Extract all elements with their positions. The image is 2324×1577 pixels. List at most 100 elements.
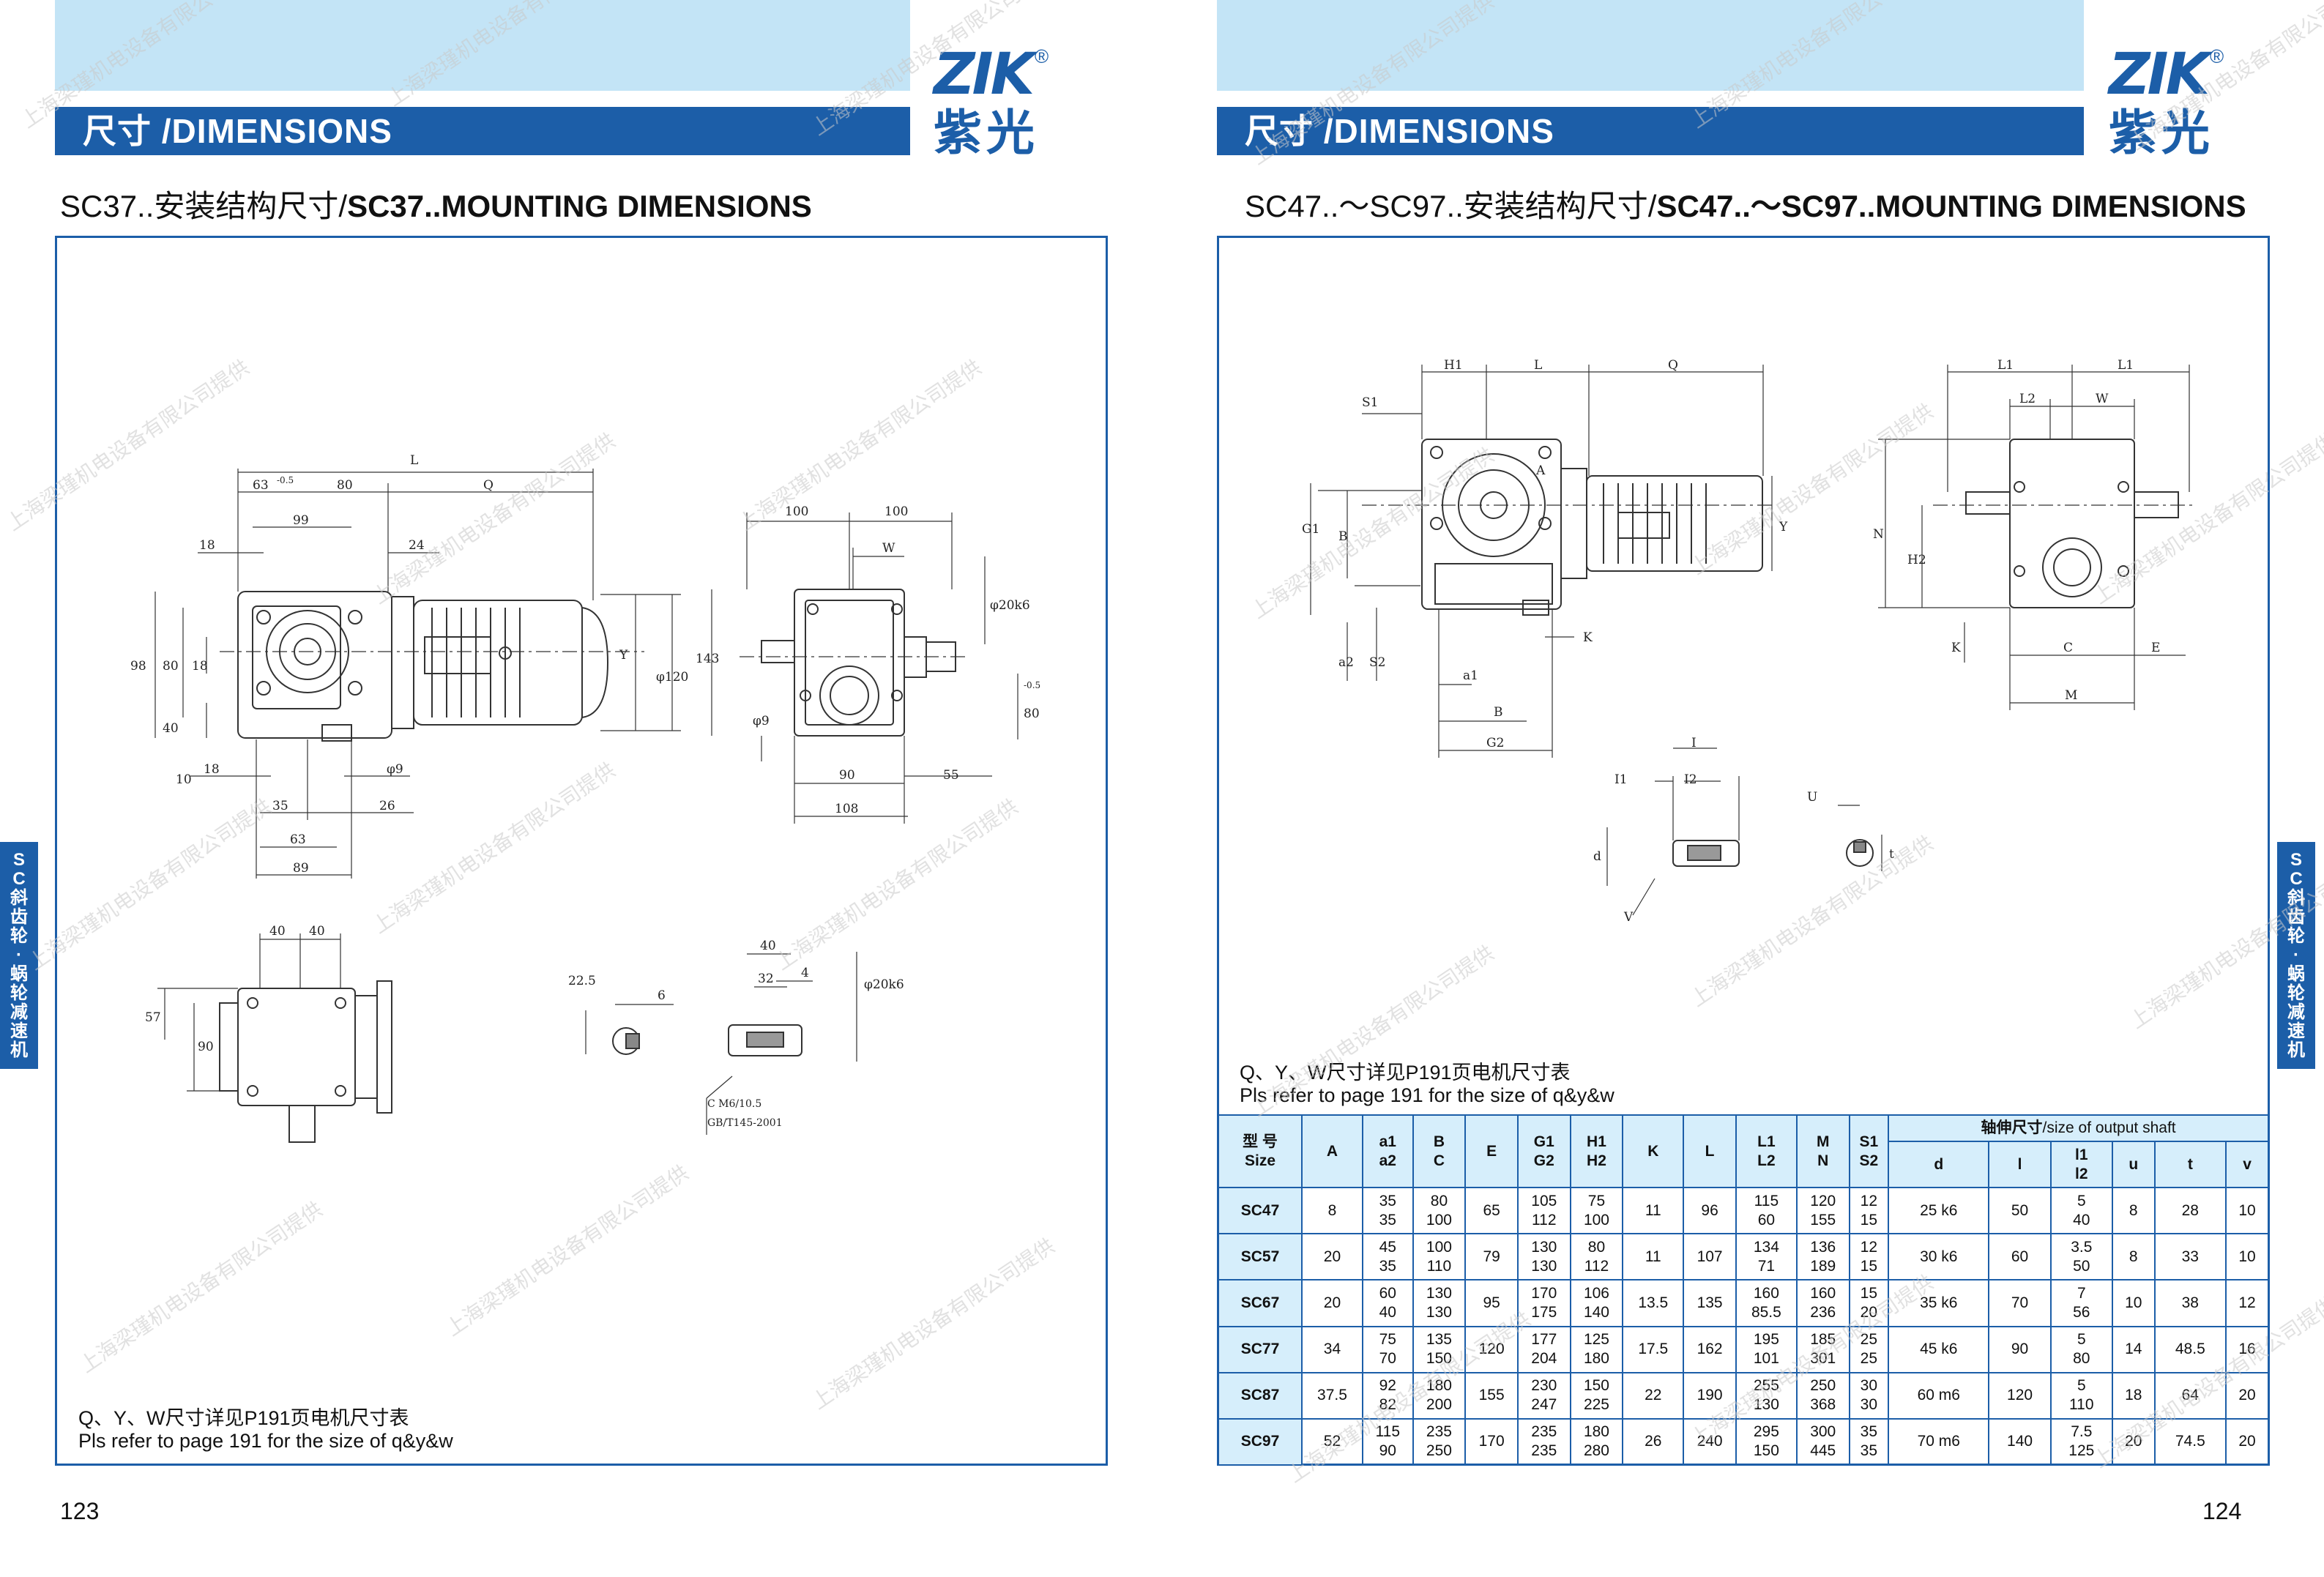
dim-63-bottom: 63 [290, 832, 306, 847]
dim-phi9-front: φ9 [753, 714, 770, 728]
cell-value: 170 [1478, 1433, 1505, 1450]
table-cell: 16 [2225, 1325, 2269, 1373]
right-shaft-detail-drawing: I I1 I2 d V U t [1593, 736, 1894, 925]
cell-value: 17.5 [1638, 1341, 1669, 1358]
row-size: SC87 [1218, 1371, 1303, 1420]
cell-value: 112 [1584, 1257, 1609, 1275]
cell-value: 189 [1810, 1257, 1836, 1275]
dim-phi120: φ120 [656, 670, 688, 685]
cell-value: 130 [1426, 1303, 1452, 1321]
side-tab-char: C [12, 869, 26, 889]
standard-note: GB/T145-2001 [707, 1117, 783, 1129]
table-cell: 60 [1988, 1233, 2052, 1281]
side-tab-char: 齿 [10, 907, 28, 927]
logo-registered: ® [2210, 45, 2224, 67]
side-tab-char: 减 [2287, 1002, 2305, 1022]
table-cell: 64 [2153, 1371, 2227, 1420]
cell-value: 106 [1583, 1284, 1609, 1302]
table-cell: 90 [1988, 1325, 2052, 1373]
cell-value: 301 [1810, 1350, 1836, 1368]
dim-L2: L2 [2019, 392, 2036, 406]
cell-value: 175 [1531, 1303, 1557, 1321]
header-shaft-col: l [1988, 1140, 2052, 1189]
cell-value: 85.5 [1751, 1303, 1781, 1321]
header-col-bottom: C [1433, 1152, 1445, 1169]
dim-24: 24 [409, 538, 425, 553]
cell-value: 8 [2129, 1201, 2138, 1219]
cell-value: 100 [1426, 1211, 1452, 1229]
cell-value: 150 [1583, 1377, 1609, 1395]
dim-90: 90 [839, 768, 855, 783]
dim-22.5: 22.5 [568, 974, 596, 988]
header-col-bottom: G2 [1533, 1152, 1554, 1169]
cell-value: 30 [1860, 1396, 1877, 1414]
dim-I: I [1691, 736, 1697, 750]
cell-value: 50 [2073, 1257, 2090, 1275]
table-cell: 70 [1988, 1279, 2052, 1327]
dim-4: 4 [801, 966, 809, 980]
left-front-view-drawing: 100 100 W φ20k6 143 φ9 80 -0.5 90 55 108 [696, 504, 1040, 824]
cell-value: 110 [1426, 1257, 1452, 1275]
cell-value: 7.5 [2071, 1423, 2093, 1441]
cell-value: 300 [1810, 1423, 1836, 1441]
cell-value: 8 [1327, 1201, 1337, 1219]
cell-value: 10 [2238, 1248, 2256, 1265]
header-col-bottom: L2 [1757, 1152, 1776, 1169]
side-tab-char: 轮 [2287, 926, 2305, 946]
header-col-bottom: l2 [2075, 1165, 2088, 1182]
right-header-band [1217, 0, 2084, 91]
cell-value: 368 [1810, 1396, 1836, 1414]
header-col-top: v [2243, 1155, 2252, 1173]
header-col-top: A [1326, 1142, 1338, 1160]
header-col-bottom: H2 [1587, 1152, 1606, 1169]
dim-18: 18 [199, 538, 215, 553]
cell-value: 65 [1483, 1201, 1500, 1219]
header-shaft-en: /size of output shaft [2042, 1119, 2176, 1136]
left-page-number: 123 [60, 1498, 100, 1524]
table-cell: 135 [1683, 1279, 1737, 1327]
side-tab-char: · [2293, 945, 2299, 965]
logo-chinese-name: 紫光 [2109, 105, 2214, 161]
dim-V: V [1623, 910, 1634, 925]
cell-value: 120 [2007, 1387, 2033, 1404]
table-cell: 95 [1464, 1279, 1519, 1327]
table-cell: 20 [1301, 1233, 1363, 1281]
left-bottom-view-drawing: 40 40 57 90 [145, 924, 392, 1143]
cell-value: 140 [2007, 1433, 2033, 1450]
cell-value: 7 [2077, 1284, 2086, 1302]
table-cell: 240 [1683, 1417, 1737, 1466]
right-note-cn: Q、Y、W尺寸详见P191页电机尺寸表 [1240, 1062, 1571, 1084]
cell-value: 130 [1753, 1396, 1779, 1414]
side-tab-char: 轮 [2287, 983, 2305, 1003]
cell-value: 250 [1810, 1377, 1836, 1395]
dim-a1: a1 [1463, 668, 1478, 683]
cell-value: 115 [1375, 1423, 1401, 1441]
left-header-band [55, 0, 910, 91]
dim-18-bottom: 18 [204, 762, 220, 777]
cell-value: 112 [1532, 1211, 1557, 1229]
cell-value: 170 [1531, 1284, 1557, 1302]
cell-value: 25 k6 [1920, 1201, 1958, 1219]
dim-G2: G2 [1486, 736, 1504, 750]
left-note: Q、Y、W尺寸详见P191页电机尺寸表 Pls refer to page 19… [78, 1407, 453, 1453]
dim-L-right: L [1534, 358, 1542, 373]
